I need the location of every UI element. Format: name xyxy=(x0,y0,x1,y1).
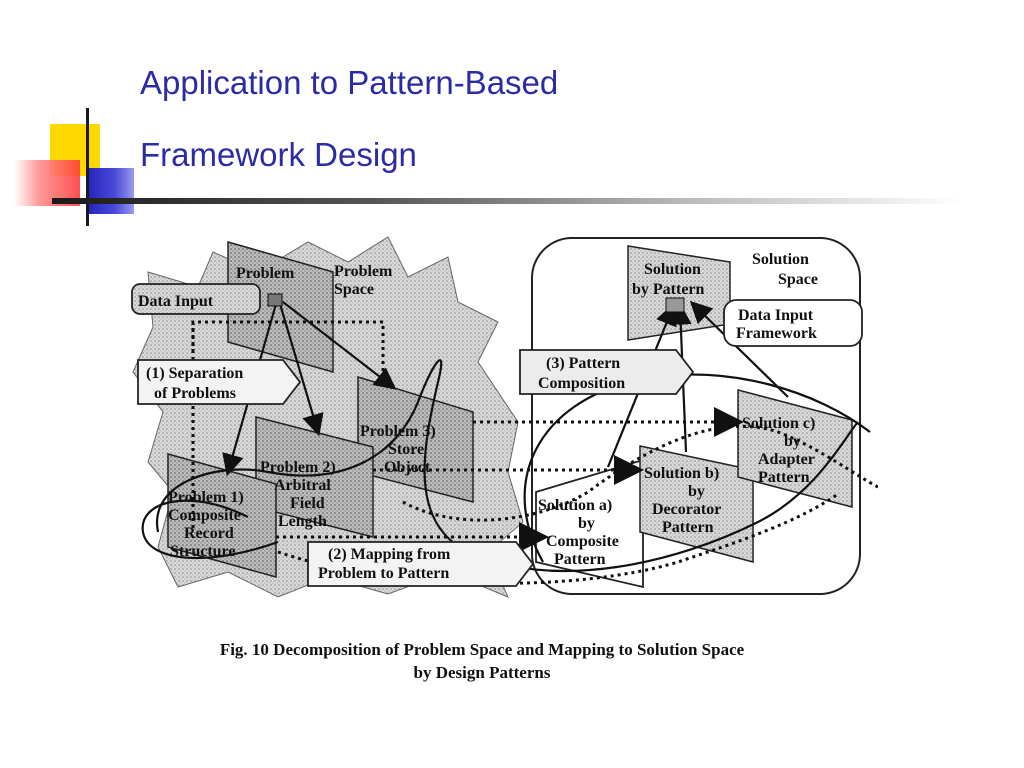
mapping-box xyxy=(307,541,535,587)
label-data-input: Data Input xyxy=(138,293,214,310)
label-solution-pattern-2: by Pattern xyxy=(632,281,705,298)
label-solution-space-2: Space xyxy=(778,271,818,288)
label-problem3-1: Problem 3) xyxy=(360,423,436,440)
separation-box xyxy=(137,359,302,405)
slide-title-line1: Application to Pattern-Based xyxy=(140,64,559,101)
label-mapping-2: Problem to Pattern xyxy=(318,565,449,582)
label-sol-b-4: Pattern xyxy=(662,519,714,536)
figure-caption-line2: by Design Patterns xyxy=(413,663,551,682)
decomposition-diagram: Problem Problem Space Data Input (1) Sep… xyxy=(131,236,878,598)
label-sol-b-1: Solution b) xyxy=(644,465,719,482)
label-sol-a-3: Composite xyxy=(546,533,619,550)
label-problem2-4: Length xyxy=(278,513,327,530)
label-problem1-2: Composite xyxy=(168,507,241,524)
label-composition-2: Composition xyxy=(538,375,625,392)
label-separation-2: of Problems xyxy=(154,385,236,402)
label-dif-2: Framework xyxy=(736,325,817,342)
problem-node xyxy=(267,293,283,307)
arrow-problem-to-p2 xyxy=(278,303,324,437)
title-underline xyxy=(52,198,964,204)
label-sol-c-2: by xyxy=(784,433,801,450)
flow-curve-outer xyxy=(155,359,859,572)
label-separation-1: (1) Separation xyxy=(146,365,243,382)
decor-blue-square xyxy=(86,168,134,214)
label-problem2-3: Field xyxy=(290,495,325,512)
solution-b-plane xyxy=(639,445,754,563)
arrow-c-to-pattern xyxy=(689,300,789,398)
label-problem: Problem xyxy=(236,265,295,282)
label-mapping-1: (2) Mapping from xyxy=(328,546,451,563)
label-sol-c-3: Adapter xyxy=(758,451,815,468)
label-sol-b-3: Decorator xyxy=(652,501,721,518)
label-problem3-2: Store xyxy=(388,441,424,458)
label-problem2-1: Problem 2) xyxy=(260,459,336,476)
data-input-framework-box xyxy=(723,299,863,347)
label-sol-c-1: Solution c) xyxy=(742,415,815,432)
figure-caption-line1: Fig. 10 Decomposition of Problem Space a… xyxy=(219,640,745,659)
flow-dotted-curve xyxy=(402,424,878,522)
label-problem-space-1: Problem xyxy=(334,263,393,280)
data-input-box xyxy=(131,283,261,315)
label-solution-space-1: Solution xyxy=(752,251,809,268)
label-solution-pattern-1: Solution xyxy=(644,261,701,278)
composition-box xyxy=(519,349,695,395)
label-dif-1: Data Input xyxy=(738,307,814,324)
label-sol-c-4: Pattern xyxy=(758,469,810,486)
label-problem2-2: Arbitral xyxy=(274,477,331,494)
pattern-node xyxy=(665,297,685,313)
label-composition-1: (3) Pattern xyxy=(546,355,620,372)
label-sol-b-2: by xyxy=(688,483,705,500)
decor-vertical-line xyxy=(86,108,89,226)
label-sol-a-2: by xyxy=(578,515,595,532)
label-sol-a-4: Pattern xyxy=(554,551,606,568)
label-problem3-3: Object xyxy=(384,459,431,476)
arrow-problem-to-p3 xyxy=(282,301,397,390)
solution-c-plane xyxy=(737,389,853,508)
label-problem1-3: Record xyxy=(184,525,234,542)
label-problem1-4: Structure xyxy=(170,543,235,560)
label-problem1-1: Problem 1) xyxy=(168,489,244,506)
problem2-plane xyxy=(255,416,374,538)
flow-curve-left-loop xyxy=(141,499,279,560)
label-problem-space-2: Space xyxy=(334,281,374,298)
label-sol-a-1: Solution a) xyxy=(538,497,612,514)
slide-title-line2: Framework Design xyxy=(140,136,417,173)
